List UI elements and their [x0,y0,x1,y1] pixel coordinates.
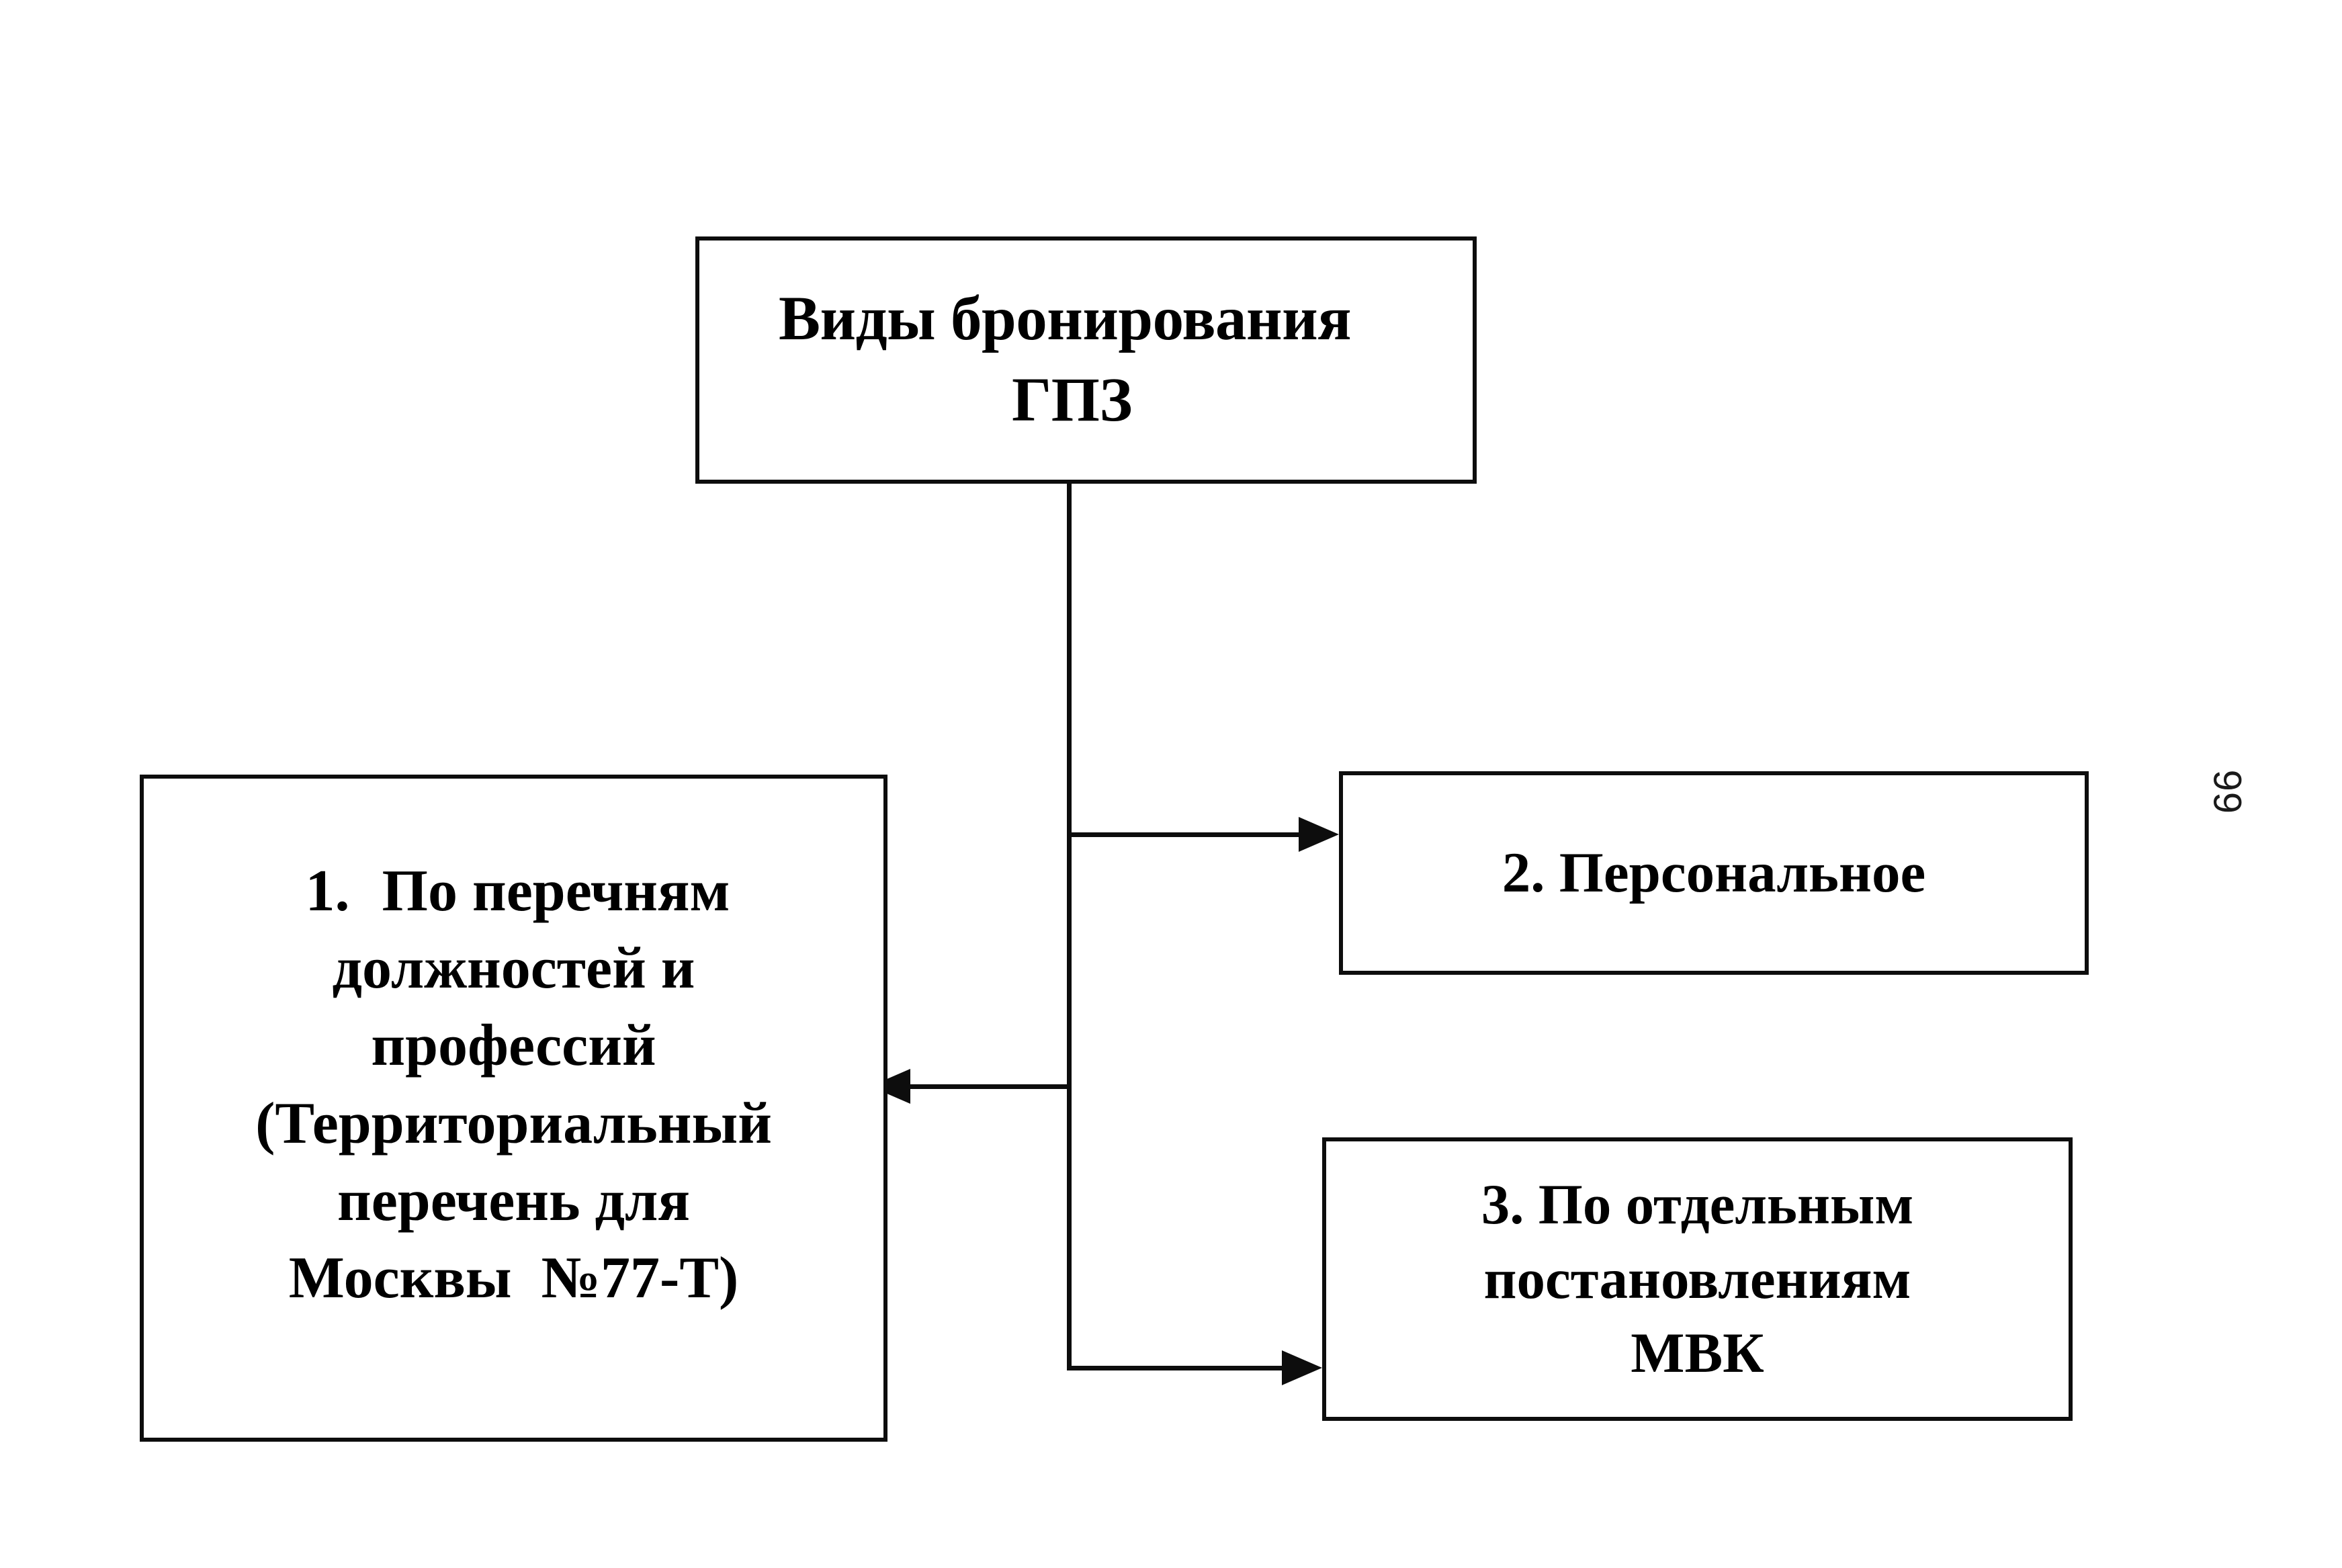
connector-branch-to-mvk [1067,1366,1285,1370]
arrow-right-icon [1282,1350,1322,1385]
node-1-line-4: (Территориальный [255,1090,772,1156]
node-3-line-2: постановлениям [1483,1247,1911,1311]
node-3-line-3: МВК [1631,1321,1764,1385]
node-2-personal: 2. Персональное [1339,771,2089,975]
node-1-number: 1. [305,858,350,924]
page-number: 66 [2206,769,2250,814]
node-2-line-1: 2. Персональное [1502,841,1926,905]
node-3-by-mvk-resolutions: 3. По отдельным постановлениям МВК [1322,1137,2073,1421]
arrow-right-icon [1299,817,1339,852]
node-1-line-3: профессий [371,1013,656,1079]
node-1-line-1: 1. По перечням [298,853,730,930]
node-root-booking-types: Виды бронирования ГПЗ [695,236,1477,484]
node-root-line-2: ГПЗ [1012,365,1133,435]
node-root-line-1: Виды бронирования [779,284,1352,354]
connector-trunk-vertical [1067,482,1072,1370]
node-3-line-1: 3. По отдельным [1481,1173,1914,1237]
connector-branch-to-personal [1067,832,1302,837]
node-1-line-6: Москвы №77-Т) [288,1246,739,1311]
node-1-line-2: должностей и [332,935,695,1001]
connector-branch-to-list [910,1084,1072,1089]
node-1-text-1: По перечням [382,858,730,924]
node-1-line-5: перечень для [337,1168,690,1233]
node-1-by-position-lists: 1. По перечням должностей и профессий (Те… [140,775,887,1442]
